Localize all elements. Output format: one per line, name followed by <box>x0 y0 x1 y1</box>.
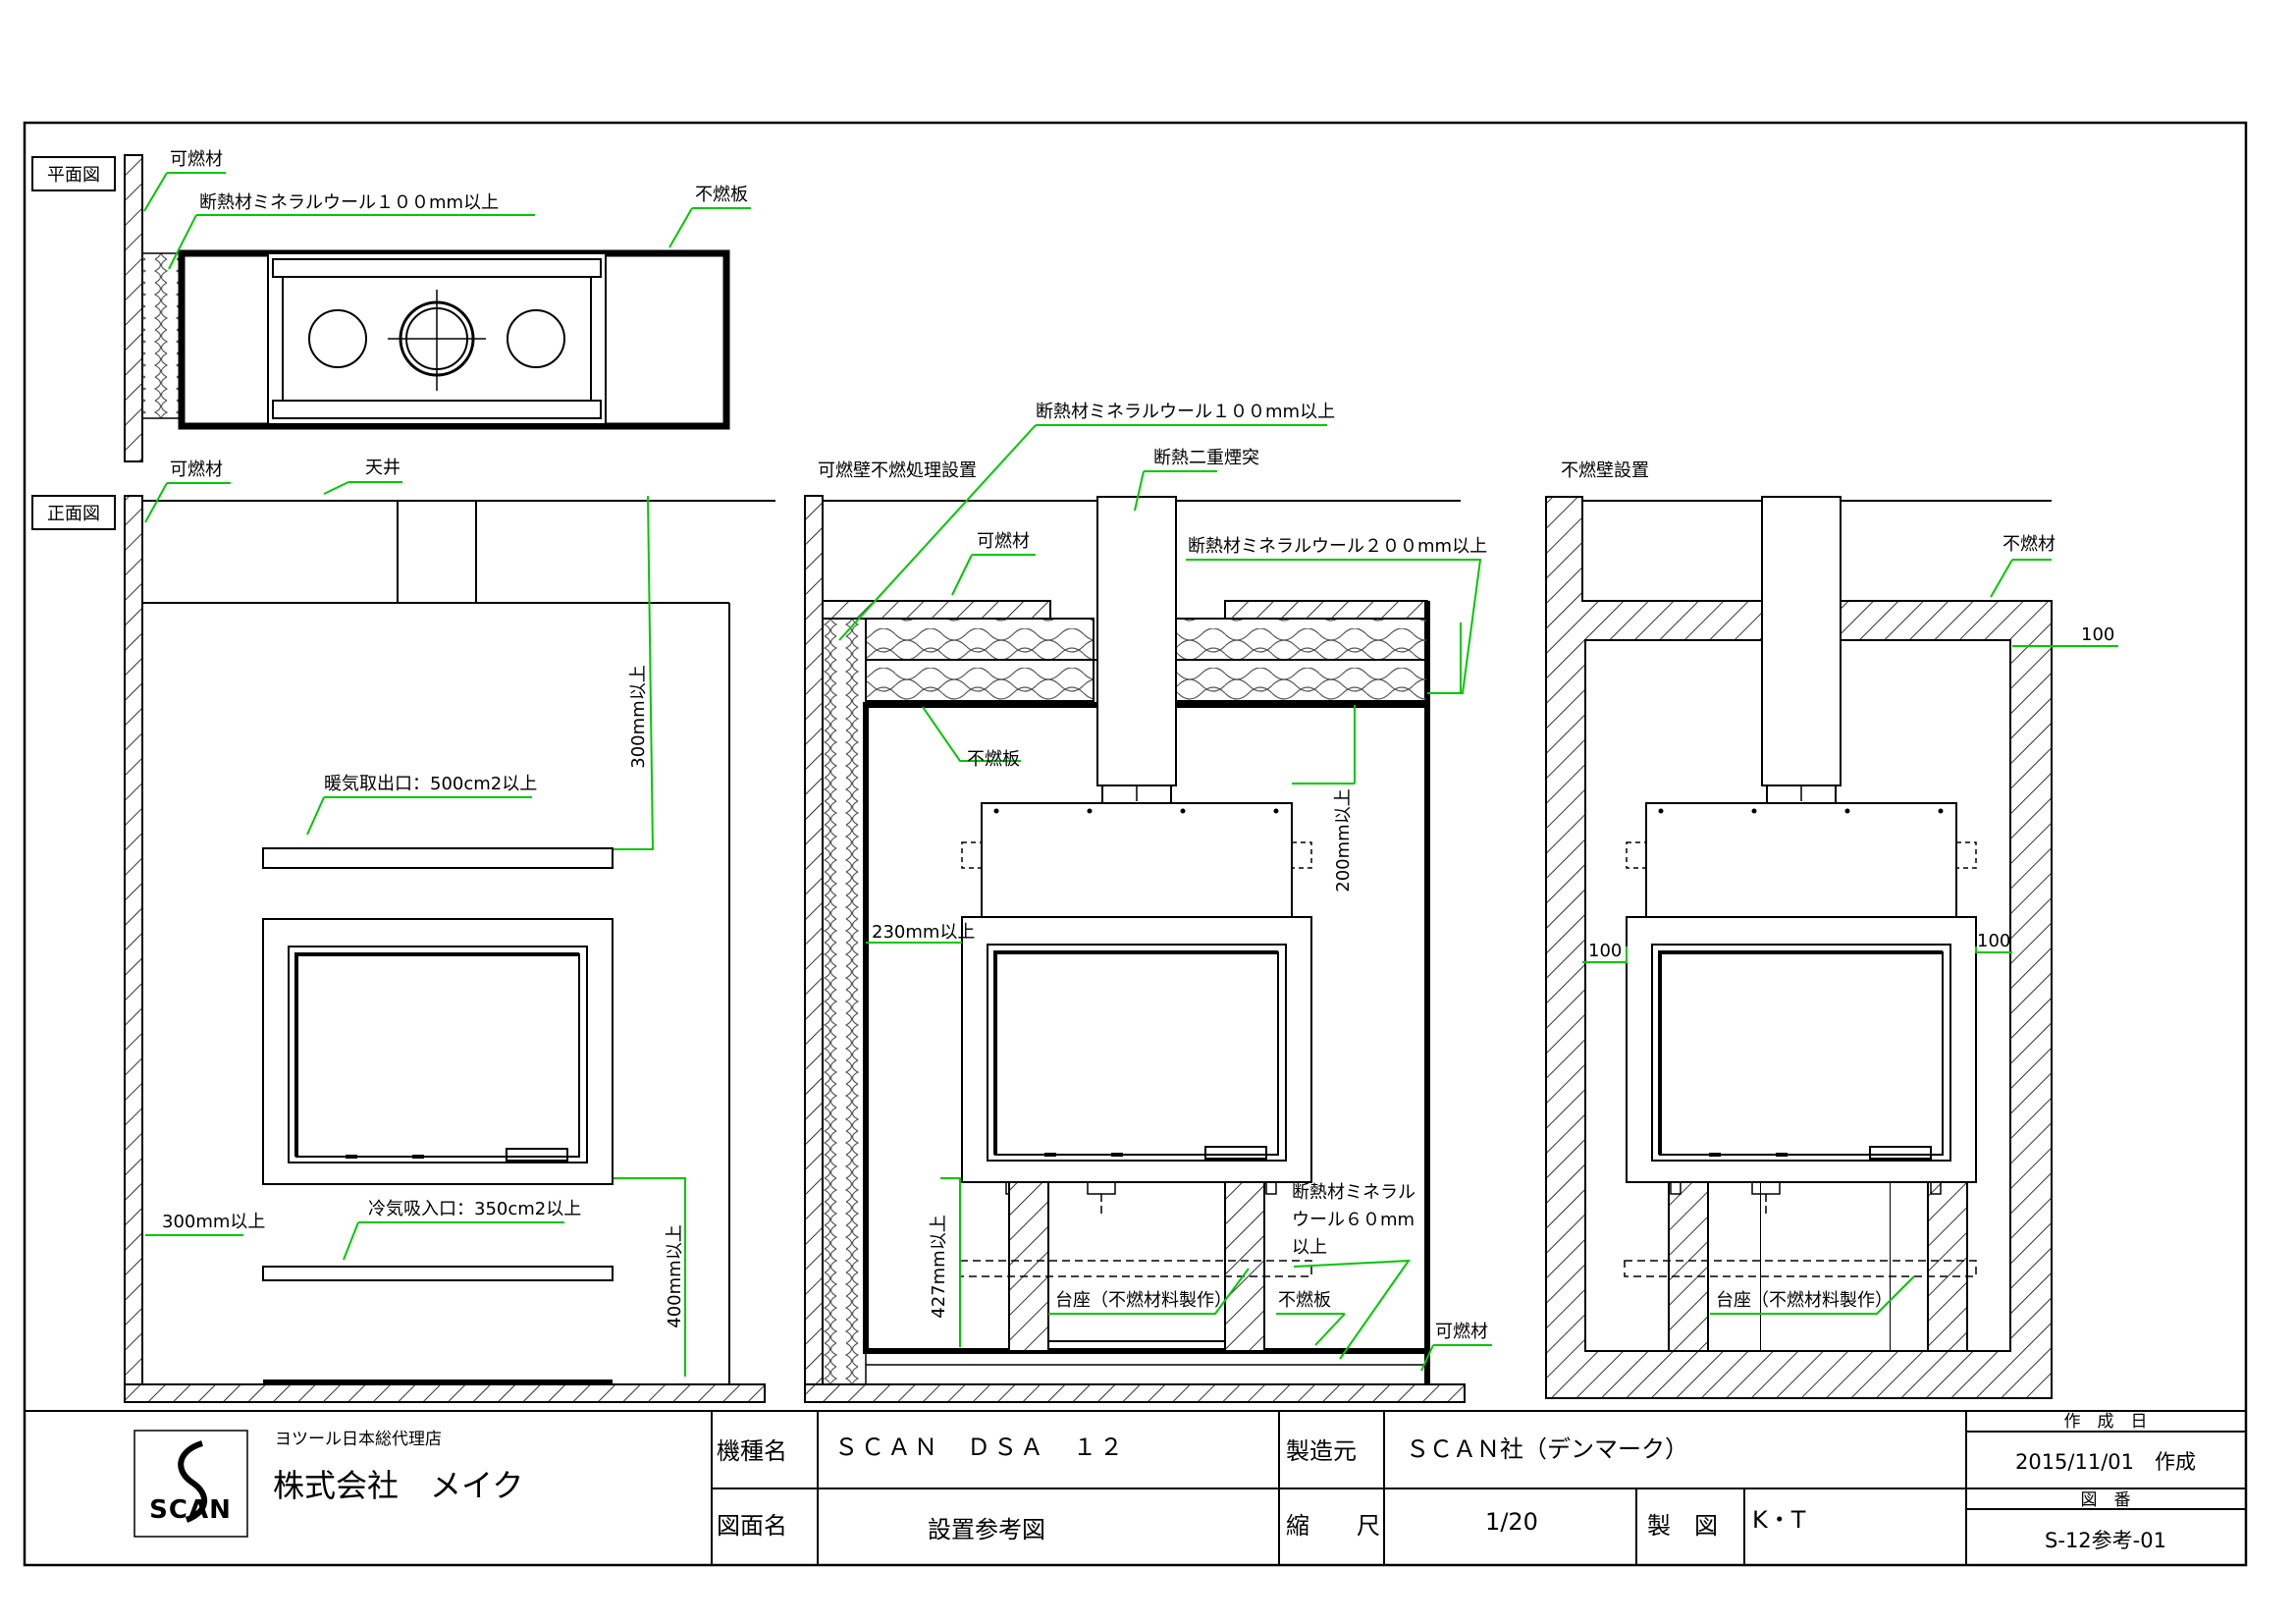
label-pedestal-middle: 台座（不燃材料製作） <box>1055 1290 1232 1311</box>
model-label: 機種名 <box>717 1437 787 1465</box>
leader-lines <box>143 172 2118 1377</box>
label-dim-100-top: 100 <box>2081 624 2114 645</box>
scan-logo: SCAN <box>149 1440 232 1525</box>
drawing-no-value: S-12参考-01 <box>2045 1529 2166 1552</box>
scale-value: 1/20 <box>1485 1508 1538 1536</box>
company-name: 株式会社 メイク <box>273 1467 523 1504</box>
front-view-text: 正面図 <box>47 504 100 524</box>
label-dim-400: 400mm以上 <box>665 1224 685 1327</box>
label-dim-427: 427mm以上 <box>929 1215 949 1318</box>
scan-logo-text: SCAN <box>149 1495 232 1525</box>
label-combustible-wall-treatment: 可燃壁不燃処理設置 <box>818 460 977 481</box>
label-dim-100-right: 100 <box>1977 931 2010 951</box>
front-view-left <box>124 495 775 1403</box>
label-insulation-100-plan: 断熱材ミネラルウール１００mm以上 <box>199 192 499 213</box>
label-cold-air-inlet: 冷気吸入口：350cm2以上 <box>368 1199 581 1219</box>
created-label: 作 成 日 <box>2064 1412 2148 1432</box>
label-dim-300-horizontal: 300mm以上 <box>162 1212 265 1232</box>
plan-view <box>124 154 730 462</box>
front-view-right <box>1545 496 2053 1399</box>
scale-label: 縮 尺 <box>1286 1512 1380 1540</box>
label-insulation-200: 断熱材ミネラルウール２００mm以上 <box>1188 536 1487 557</box>
label-noncombustible-board-middle: 不燃板 <box>967 749 1020 770</box>
label-combustible-bottom: 可燃材 <box>1435 1322 1488 1342</box>
label-warm-air-outlet: 暖気取出口：500cm2以上 <box>324 774 537 794</box>
label-dim-230: 230mm以上 <box>872 922 975 943</box>
agency-text: ヨツール日本総代理店 <box>275 1430 442 1449</box>
drawing-no-label: 図 番 <box>2081 1490 2131 1510</box>
label-pedestal-right: 台座（不燃材料製作） <box>1716 1290 1893 1311</box>
label-insulation-60-line3: 以上 <box>1292 1237 1327 1258</box>
label-noncombustible-wall: 不燃壁設置 <box>1561 460 1649 481</box>
label-ceiling: 天井 <box>365 458 400 478</box>
label-insulation-60-line1: 断熱材ミネラル <box>1292 1182 1415 1203</box>
drawing-border <box>23 121 2248 1567</box>
label-double-chimney: 断熱二重煙突 <box>1153 448 1259 468</box>
label-noncombustible-board-plan: 不燃板 <box>695 185 748 205</box>
label-dim-200: 200mm以上 <box>1333 788 1354 892</box>
title-block <box>133 1411 2246 1565</box>
plan-view-text: 平面図 <box>47 165 100 186</box>
drafter-label: 製 図 <box>1647 1512 1718 1540</box>
created-value: 2015/11/01 作成 <box>2015 1450 2196 1474</box>
manufacturer-value: ＳＣＡＮ社（デンマーク） <box>1406 1435 1688 1463</box>
label-noncombustible-material: 不燃材 <box>2002 534 2056 555</box>
drawing-name-value: 設置参考図 <box>928 1516 1045 1543</box>
label-combustible-front: 可燃材 <box>170 460 223 480</box>
label-insulation-100-middle: 断熱材ミネラルウール１００mm以上 <box>1036 402 1335 422</box>
annotation-labels: 可燃材 断熱材ミネラルウール１００mm以上 不燃板 可燃材 天井 300mm以上… <box>162 149 2114 1342</box>
drafter-value: K・T <box>1752 1506 1806 1534</box>
model-value: ＳＣＡＮ ＤＳＡ １２ <box>834 1434 1126 1461</box>
front-view-tag: 正面図 <box>31 495 116 530</box>
label-noncombustible-board-bottom: 不燃板 <box>1278 1290 1331 1311</box>
front-view-middle <box>804 495 1466 1403</box>
label-insulation-60-line2: ウール６０mm <box>1292 1210 1415 1230</box>
label-combustible-middle: 可燃材 <box>977 531 1030 552</box>
label-dim-300-vertical: 300mm以上 <box>628 665 649 768</box>
label-combustible-plan: 可燃材 <box>170 149 223 170</box>
plan-view-tag: 平面図 <box>31 156 116 191</box>
manufacturer-label: 製造元 <box>1286 1437 1357 1465</box>
label-dim-100-left: 100 <box>1588 941 1622 961</box>
drawing-name-label: 図面名 <box>717 1512 787 1540</box>
title-block-texts: ヨツール日本総代理店 株式会社 メイク 機種名 ＳＣＡＮ ＤＳＡ １２ 製造元 … <box>273 1412 2196 1552</box>
